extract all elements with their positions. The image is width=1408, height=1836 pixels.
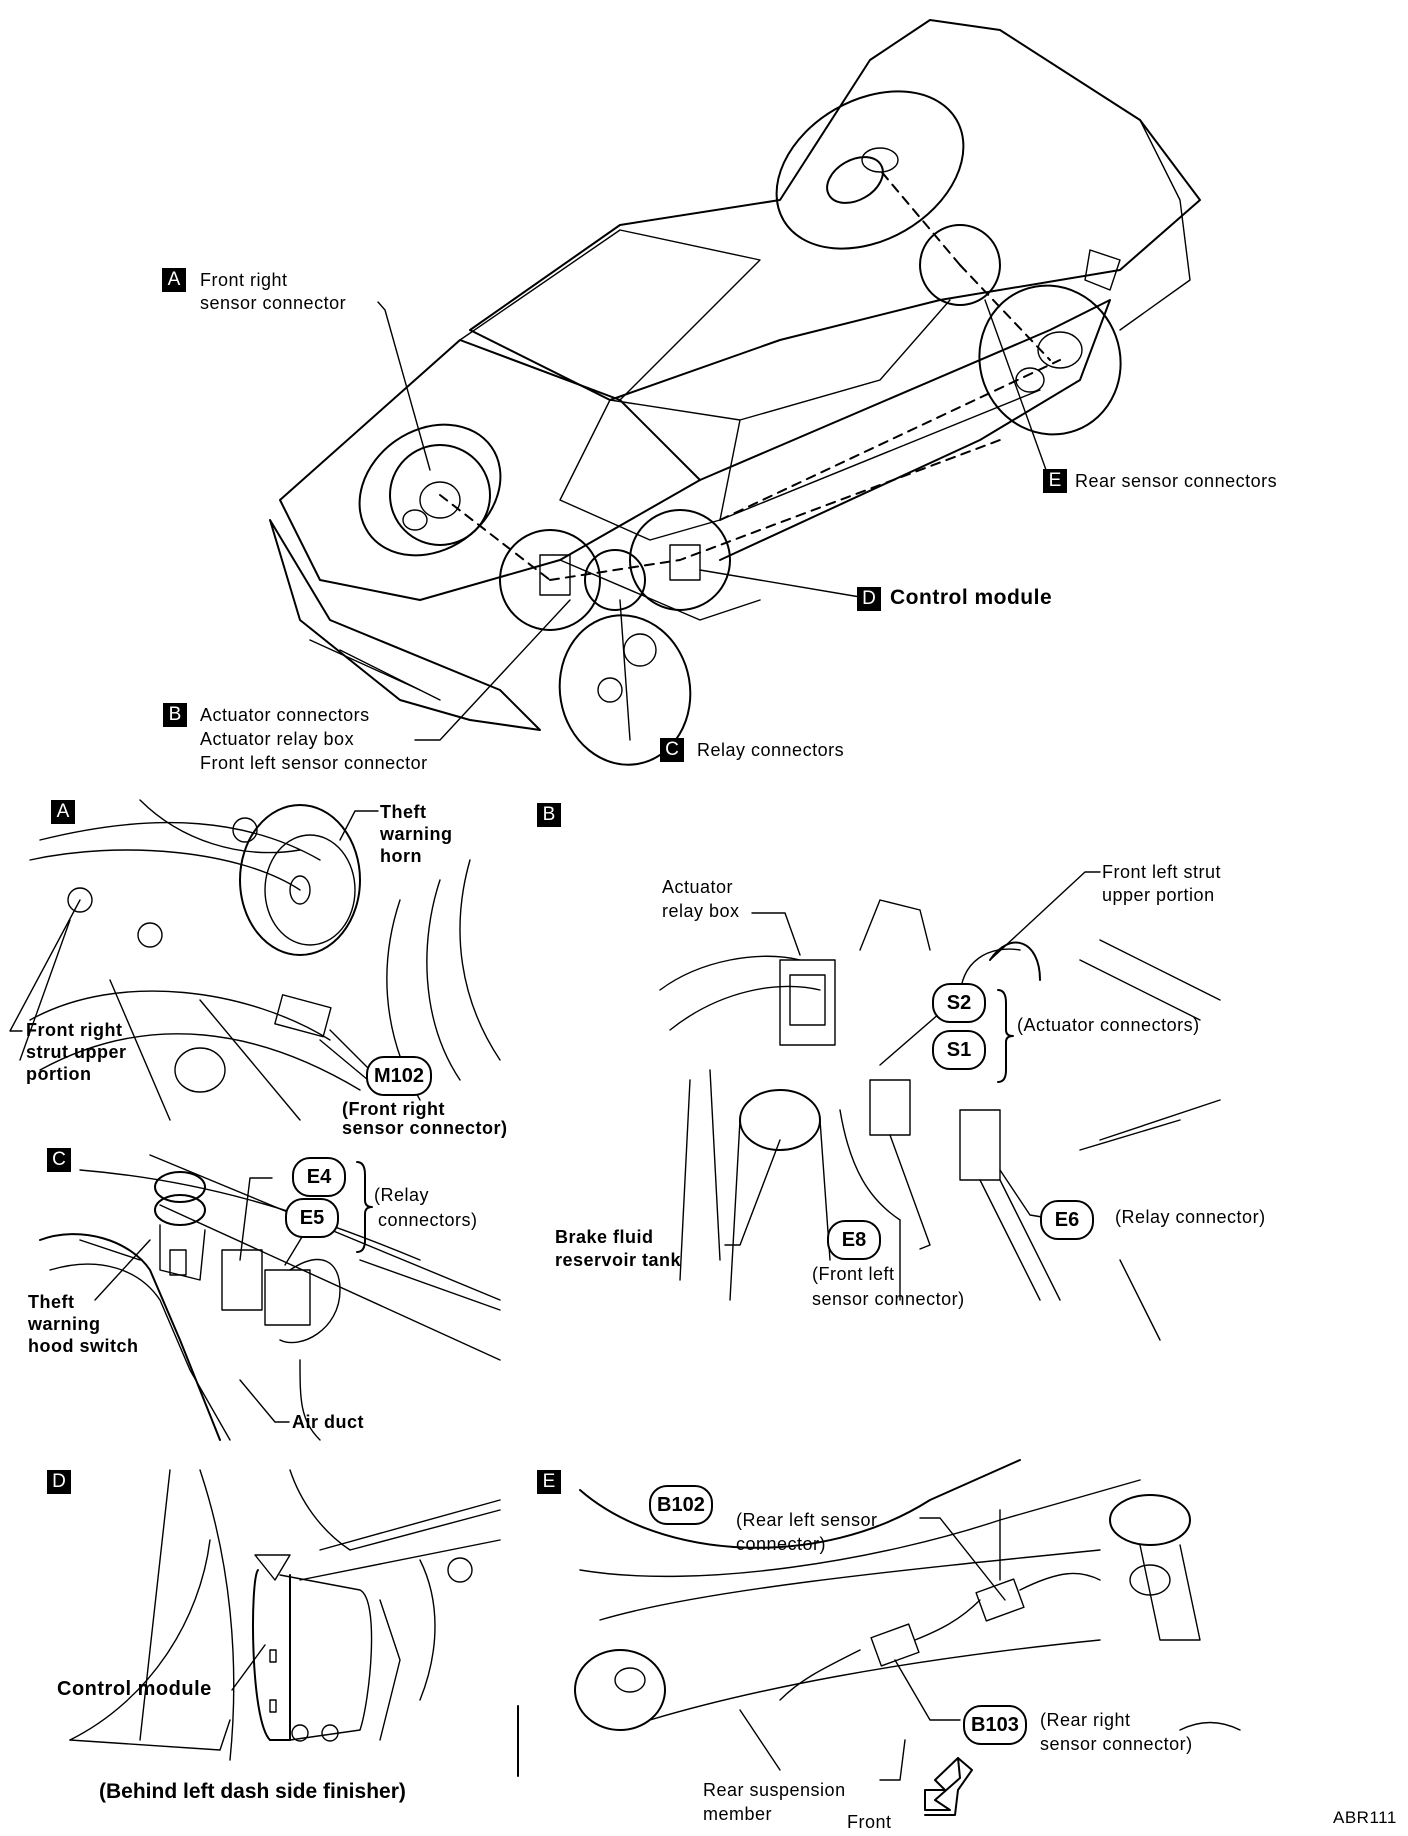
hood-switch-label-1: Theft	[28, 1292, 75, 1312]
callout-b-line-3: Front left sensor connector	[200, 753, 428, 773]
callout-e-line-1: Rear sensor connectors	[1075, 471, 1278, 491]
callout-d-line-1: Control module	[890, 586, 1053, 609]
badge-b: B	[163, 703, 187, 727]
connector-e6: E6	[1040, 1200, 1094, 1240]
connector-e8: E8	[827, 1220, 881, 1260]
brake-label-2: reservoir tank	[555, 1250, 682, 1270]
suspension-label-1: Rear suspension	[703, 1780, 846, 1800]
m102-desc-1: (Front right	[342, 1099, 445, 1119]
panel-a-badge: A	[51, 800, 75, 824]
connector-e4: E4	[292, 1157, 346, 1197]
panel-d-caption: (Behind left dash side finisher)	[99, 1780, 406, 1803]
suspension-label-2: member	[703, 1804, 773, 1824]
connector-m102: M102	[366, 1056, 433, 1096]
panel-d-illustration	[69, 1469, 519, 1777]
badge-e: E	[1043, 469, 1067, 493]
strut-b-label-1: Front left strut	[1102, 862, 1222, 882]
badge-a: A	[162, 268, 186, 292]
connector-s1: S1	[932, 1030, 986, 1070]
connector-s2: S2	[932, 983, 986, 1023]
figure-code: ABR111	[1333, 1808, 1397, 1827]
callout-a-line-2: sensor connector	[200, 293, 347, 313]
strut-label-3: portion	[26, 1064, 92, 1084]
b102-desc-2: connector)	[736, 1534, 827, 1554]
air-duct-label: Air duct	[292, 1412, 365, 1432]
relay-desc-2: connectors)	[378, 1210, 478, 1230]
b102-desc-1: (Rear left sensor	[736, 1510, 878, 1530]
strut-label-2: strut upper	[26, 1042, 127, 1062]
m102-desc-2: sensor connector)	[342, 1118, 508, 1138]
panel-c-badge: C	[47, 1148, 71, 1172]
panel-d-badge: D	[47, 1470, 71, 1494]
panel-e-badge: E	[537, 1470, 561, 1494]
strut-label-1: Front right	[26, 1020, 123, 1040]
callout-a-line-1: Front right	[200, 270, 288, 290]
horn-label-3: horn	[380, 846, 422, 866]
connector-b102: B102	[649, 1485, 713, 1525]
control-module-label: Control module	[57, 1678, 212, 1700]
hood-switch-label-3: hood switch	[28, 1336, 139, 1356]
callout-b-line-2: Actuator relay box	[200, 729, 355, 749]
relay-desc-1: (Relay	[374, 1185, 430, 1205]
hood-switch-label-2: warning	[28, 1314, 101, 1334]
badge-c: C	[660, 738, 684, 762]
horn-label-1: Theft	[380, 802, 427, 822]
e8-desc-1: (Front left	[812, 1264, 895, 1284]
callout-c-line-1: Relay connectors	[697, 740, 845, 760]
e6-desc: (Relay connector)	[1115, 1207, 1266, 1227]
panel-e-illustration	[574, 1459, 1241, 1816]
panel-b-badge: B	[537, 803, 561, 827]
brake-label-1: Brake fluid	[555, 1227, 654, 1247]
b103-desc-1: (Rear right	[1040, 1710, 1131, 1730]
callout-b-line-1: Actuator connectors	[200, 705, 370, 725]
panel-b-illustration	[659, 871, 1221, 1341]
panel-c-illustration	[39, 1154, 501, 1441]
front-direction-label: Front	[847, 1812, 892, 1832]
strut-b-label-2: upper portion	[1102, 885, 1215, 905]
actuator-connectors-desc: (Actuator connectors)	[1017, 1015, 1200, 1035]
front-arrow-icon	[930, 1760, 931, 1761]
badge-d: D	[857, 587, 881, 611]
connector-b103: B103	[963, 1705, 1027, 1745]
car-overview-illustration	[269, 19, 1201, 766]
horn-label-2: warning	[380, 824, 453, 844]
connector-e5: E5	[285, 1198, 339, 1238]
relay-box-label-1: Actuator	[662, 877, 734, 897]
relay-box-label-2: relay box	[662, 901, 740, 921]
e8-desc-2: sensor connector)	[812, 1289, 965, 1309]
b103-desc-2: sensor connector)	[1040, 1734, 1193, 1754]
